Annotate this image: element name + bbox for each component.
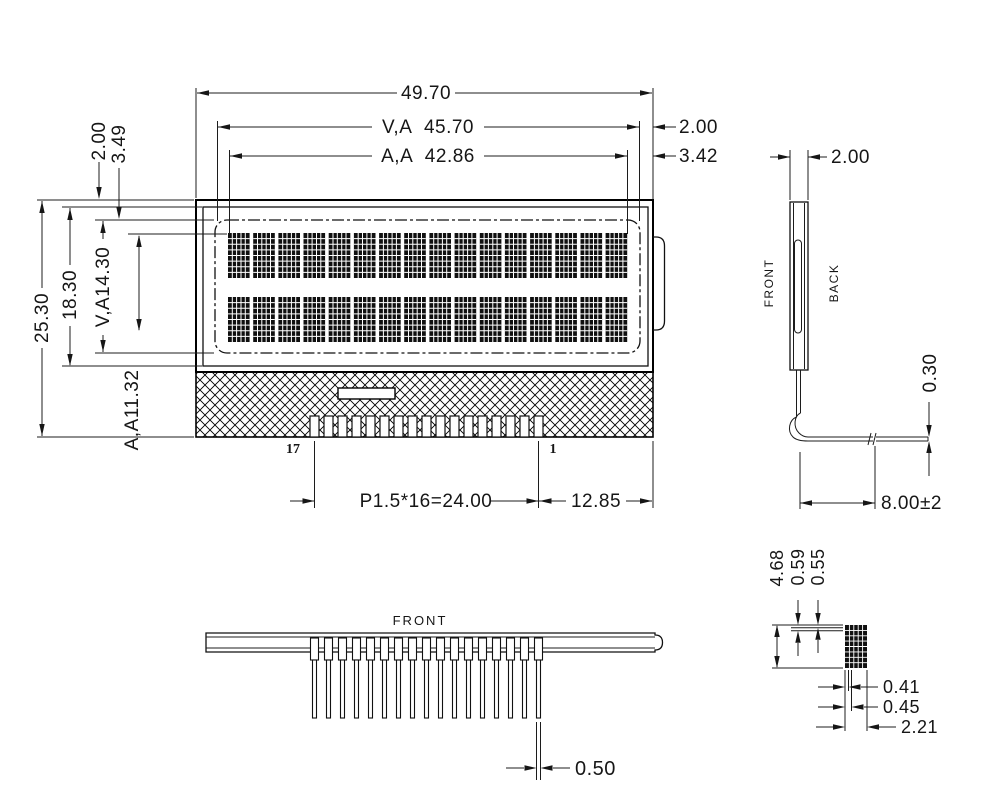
dim-0-59: 0.59 (788, 548, 808, 656)
pin-row (309, 415, 544, 438)
side-profile (788, 201, 929, 446)
module-outline (195, 199, 666, 373)
dim-margin-right-bottom-label: 3.42 (679, 146, 718, 167)
dim-lead-length-label: 8.00±2 (881, 493, 942, 514)
dim-4-68: 4.68 (767, 549, 787, 668)
dim-margin-right-top-label: 2.00 (679, 117, 718, 138)
dim-total-width-label: 49.70 (401, 83, 451, 104)
dim-va-width-label: V,A 45.70 (382, 117, 474, 138)
dim-0-50: 0.50 (506, 722, 616, 780)
pcb-hatch-zone (195, 371, 654, 438)
dim-left-2-00: 2.00 (89, 122, 110, 199)
pin-17-label: 17 (286, 442, 300, 457)
dim-0-45: 0.45 (818, 697, 920, 717)
dim-right-3-42: 3.42 (653, 146, 718, 167)
side-back-label: BACK (827, 264, 841, 303)
dim-va-14-30: V,A14.30 (93, 221, 114, 352)
dim-thickness-label: 2.00 (831, 147, 870, 168)
dim-total-height-label: 25.30 (32, 293, 53, 343)
dim-25-30: 25.30 (32, 201, 53, 436)
dim-pin-edge: 12.85 (538, 491, 652, 512)
side-slot (794, 239, 802, 334)
dim-lead-width-label: 0.50 (575, 758, 616, 780)
detail-extension-lines (772, 624, 868, 731)
viewing-area-outline (214, 219, 641, 354)
dim-char-width-label: 2.21 (901, 717, 938, 737)
dot-detail-view: 4.68 0.59 0.55 0.41 0.45 2.21 (767, 548, 938, 737)
dim-aa-width-label: A,A 42.86 (381, 146, 475, 167)
dim-bezel-height-label: 18.30 (60, 270, 81, 320)
bottom-view: FRONT 0.50 (205, 613, 664, 780)
character-matrix (228, 233, 627, 342)
side-tab (653, 236, 666, 331)
bottom-body (205, 632, 664, 653)
dim-pin-edge-label: 12.85 (571, 491, 621, 512)
dim-aa-42-86: A,A 42.86 (230, 146, 627, 167)
dim-dot-pitch-v-label: 0.59 (788, 548, 808, 585)
dim-va-45-70: V,A 45.70 (218, 117, 639, 138)
side-front-label: FRONT (762, 259, 776, 308)
bottom-front-label: FRONT (393, 613, 448, 628)
dim-lead-thickness-label: 0.30 (920, 354, 941, 393)
bottom-pin-row (309, 637, 544, 719)
dim-dot-size-h-label: 0.41 (883, 677, 920, 697)
dim-0-55: 0.55 (808, 548, 828, 653)
dim-dot-size-v-label: 0.55 (808, 548, 828, 585)
dim-margin-left-a-label: 2.00 (89, 122, 110, 161)
dim-right-2-00: 2.00 (653, 117, 718, 138)
dim-0-30: 0.30 (920, 354, 941, 476)
break-marks (867, 432, 877, 446)
front-view: 49.70 V,A 45.70 A,A 42.86 2.00 3.42 2.00 (32, 83, 718, 512)
dim-side-2-00: 2.00 (770, 147, 870, 200)
dim-18-30: 18.30 (60, 208, 81, 366)
dim-49-70: 49.70 (197, 83, 652, 104)
dim-left-3-49: 3.49 (109, 125, 130, 219)
pin-1-label: 1 (550, 442, 557, 457)
dim-dot-pitch-h-label: 0.45 (883, 697, 920, 717)
dim-margin-left-b-label: 3.49 (109, 125, 130, 164)
pcb-slot (337, 387, 396, 400)
dim-pin-pitch: P1.5*16=24.00 (290, 491, 539, 512)
dim-char-height-label: 4.68 (767, 549, 787, 586)
side-view: 2.00 FRONT BACK 0.30 8.00±2 (762, 147, 942, 514)
dim-pin-pitch-label: P1.5*16=24.00 (360, 491, 493, 512)
dot-matrix-block (844, 624, 868, 669)
dim-0-41: 0.41 (818, 677, 920, 697)
dim-aa-11-32: A,A11.32 (122, 235, 143, 450)
extension-lines (37, 88, 654, 508)
dim-aa-height-label: A,A11.32 (122, 370, 143, 451)
dim-2-21: 2.21 (816, 717, 938, 737)
dim-8-00: 8.00±2 (799, 446, 942, 514)
dim-va-height-label: V,A14.30 (93, 247, 114, 327)
